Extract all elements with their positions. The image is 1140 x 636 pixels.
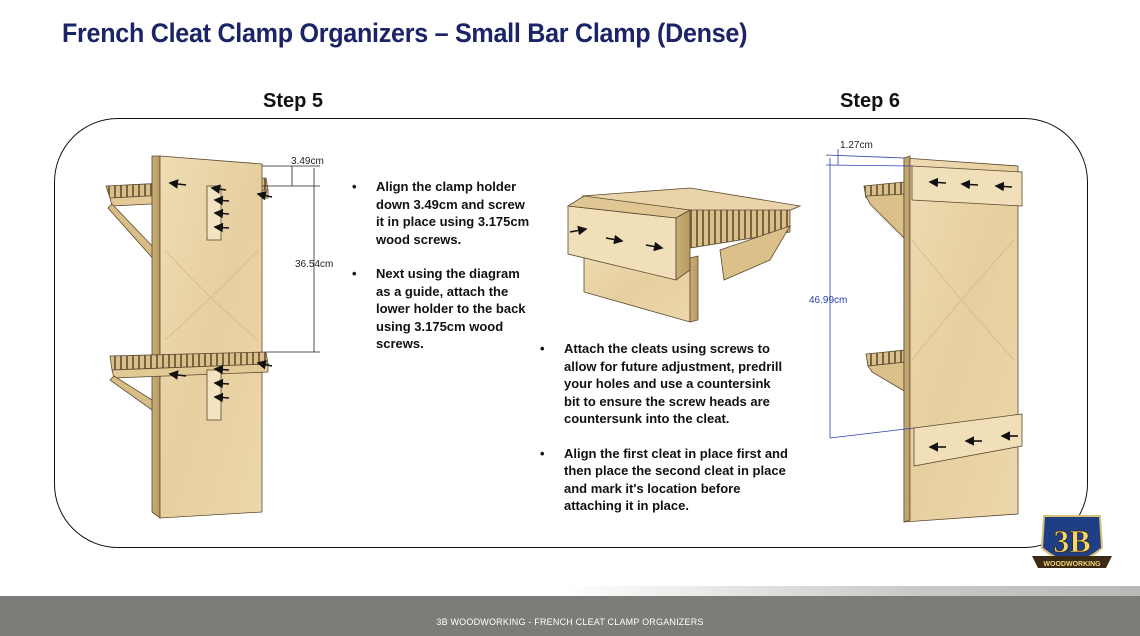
dimension-spacing-label: 36.54cm — [295, 259, 333, 270]
footer-swoosh — [560, 586, 1140, 598]
dimension-cleat-offset-label: 1.27cm — [840, 140, 873, 151]
step5-instructions: Align the clamp holder down 3.49cm and s… — [350, 178, 536, 370]
step6-instructions: Attach the cleats using screws to allow … — [538, 340, 788, 532]
step6-assembly — [825, 149, 1023, 523]
step-6-heading: Step 6 — [840, 90, 901, 112]
step6-dimension-lines — [825, 149, 915, 439]
page-title: French Cleat Clamp Organizers – Small Ba… — [62, 18, 748, 48]
dimension-cleat-spacing-label: 46.99cm — [809, 295, 847, 306]
step5-bullet-1: Align the clamp holder down 3.49cm and s… — [350, 178, 536, 248]
step6-bullet-1: Attach the cleats using screws to allow … — [538, 340, 788, 428]
step6-screw-arrows — [928, 177, 1018, 452]
step5-dimension-lines — [262, 165, 320, 353]
step5-assembly — [105, 155, 320, 519]
logo-mark: 3B — [1053, 523, 1090, 559]
lower-clamp-holder — [109, 351, 269, 411]
back-board-edge — [151, 155, 161, 519]
cleat-screw-arrows — [569, 225, 664, 252]
cleat-assembly — [566, 187, 802, 323]
step-5-heading: Step 5 — [263, 90, 324, 112]
content-frame — [54, 118, 1088, 548]
brand-logo: 3B WOODWORKING — [1032, 515, 1112, 568]
footer-bar — [0, 596, 1140, 636]
dimension-offset-label: 3.49cm — [291, 156, 324, 167]
back-board — [159, 155, 263, 519]
step5-screw-arrows — [168, 179, 273, 403]
logo-ribbon-text: WOODWORKING — [1043, 561, 1101, 568]
step5-bullet-2: Next using the diagram as a guide, attac… — [350, 265, 536, 353]
footer-text: 3B WOODWORKING - FRENCH CLEAT CLAMP ORGA… — [436, 617, 704, 627]
step6-bullet-2: Align the first cleat in place first and… — [538, 445, 788, 515]
